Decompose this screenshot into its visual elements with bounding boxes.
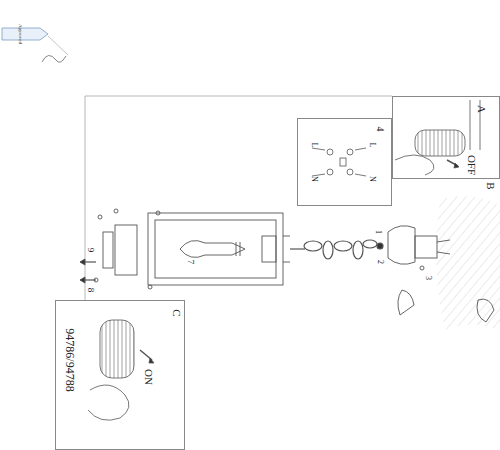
frame-lines bbox=[85, 96, 392, 300]
detail-panel: A OFF bbox=[392, 96, 500, 179]
callout-number: 1 bbox=[374, 230, 382, 234]
approval-stamp bbox=[2, 28, 68, 62]
screwdriver bbox=[398, 290, 414, 315]
glass-lid bbox=[80, 209, 160, 289]
callout-number: 2 bbox=[376, 260, 384, 264]
bulb bbox=[180, 241, 245, 258]
panel-label: 4 bbox=[375, 127, 385, 132]
screw-anchor bbox=[477, 299, 494, 322]
panel-label: C bbox=[171, 309, 182, 316]
canopy bbox=[388, 226, 494, 322]
callout-number: 9 bbox=[86, 248, 95, 253]
callout-number: 8 bbox=[86, 288, 95, 293]
switch-off-detail bbox=[395, 100, 480, 175]
panel-text: N bbox=[368, 176, 376, 182]
callout-number: 3 bbox=[424, 276, 432, 280]
area-letter: B bbox=[485, 182, 496, 189]
ceiling-hatch bbox=[436, 196, 500, 330]
callout-number: 7 bbox=[186, 260, 195, 265]
panel-label: A bbox=[476, 105, 487, 113]
panel-text: L bbox=[310, 143, 318, 148]
terminal-block bbox=[312, 148, 366, 176]
stamp-text: Approved bbox=[18, 24, 23, 44]
switch-on-detail bbox=[88, 320, 154, 420]
wiring-panel: 4L N L N bbox=[297, 118, 392, 206]
chain bbox=[290, 240, 383, 259]
panel-text: OFF bbox=[466, 155, 477, 175]
panel-text: L bbox=[368, 143, 376, 148]
panel-text: ON bbox=[143, 369, 154, 385]
panel-text: N bbox=[310, 176, 318, 182]
lantern-body bbox=[148, 213, 290, 285]
model-number: 94786/94788 bbox=[64, 328, 76, 391]
